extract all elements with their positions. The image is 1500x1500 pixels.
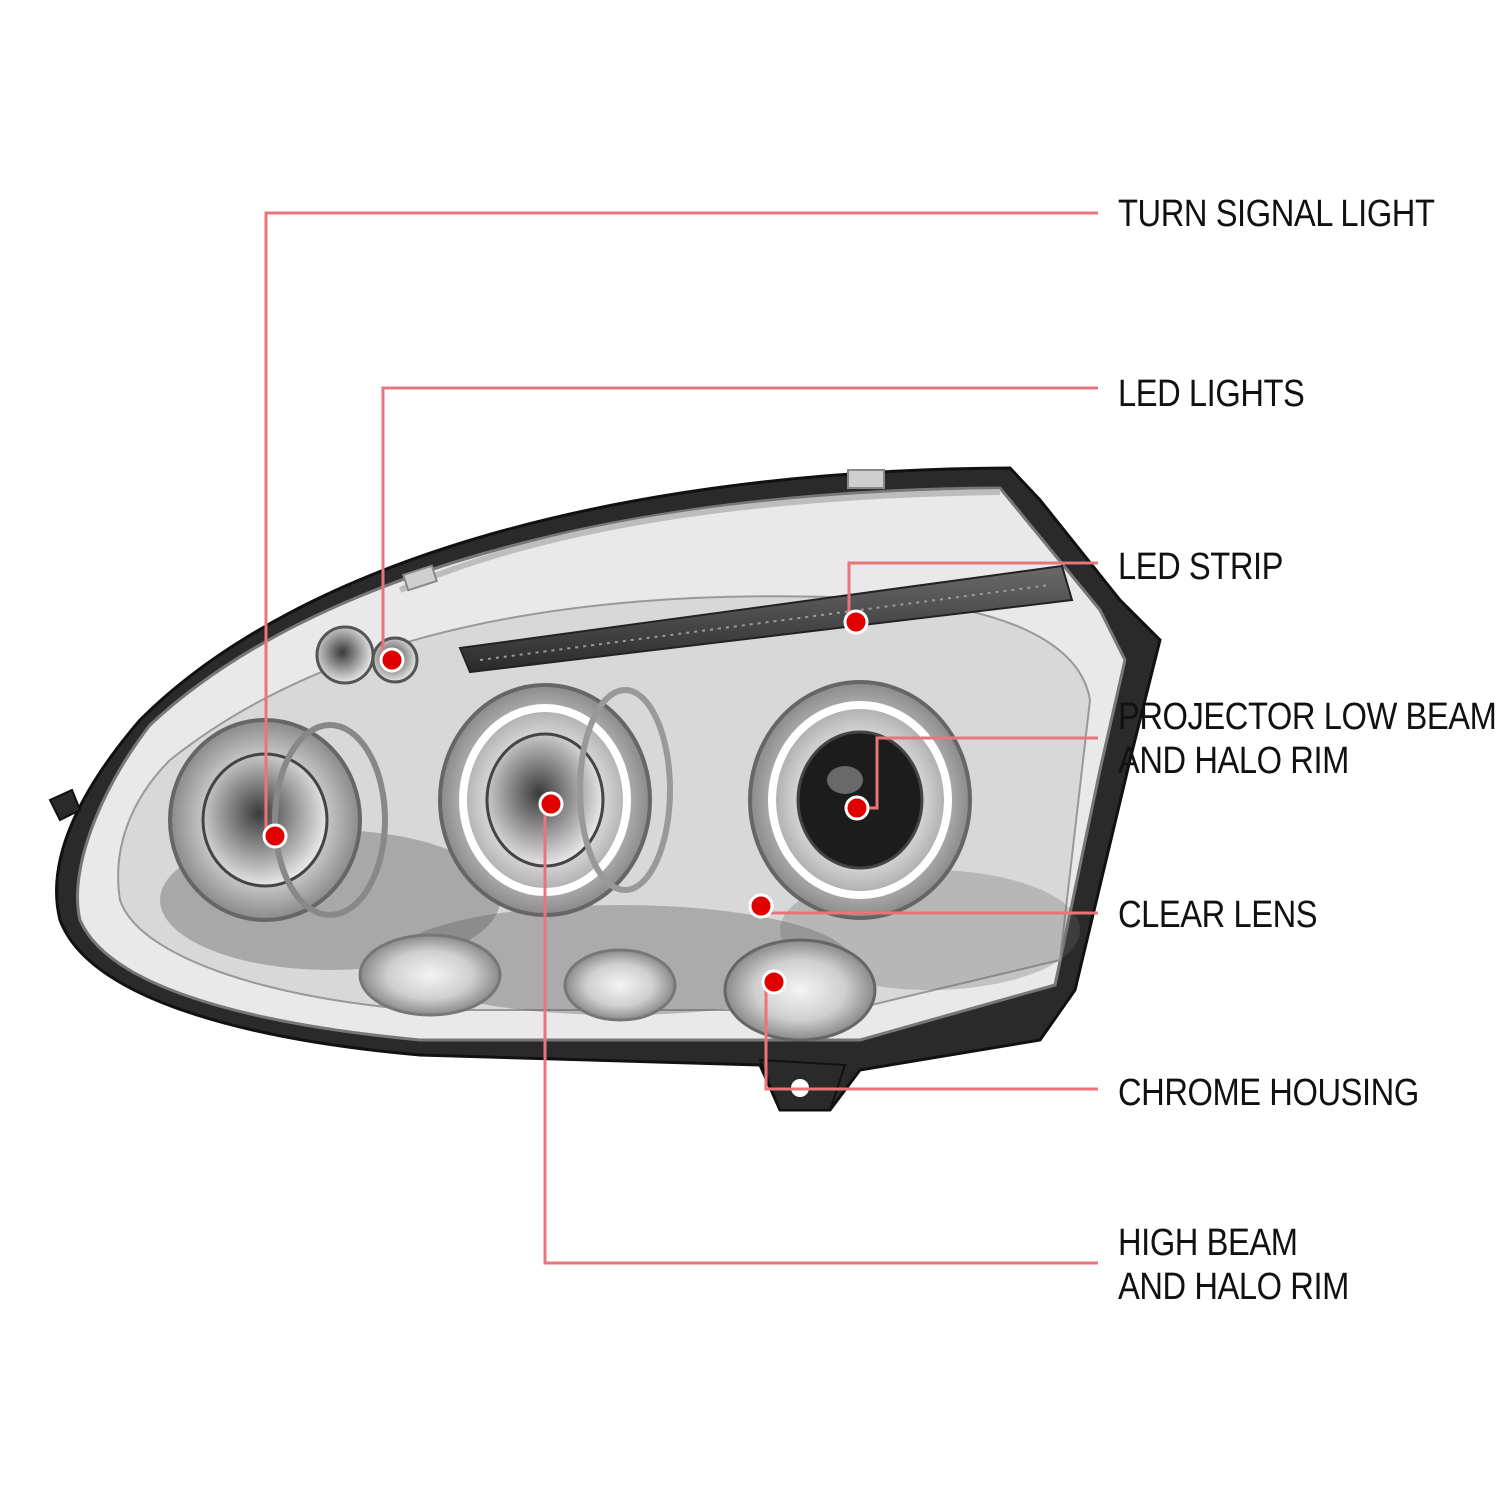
label-clear-lens: CLEAR LENS bbox=[1118, 894, 1318, 936]
dot-clear-lens bbox=[748, 893, 774, 919]
dot-led-strip bbox=[843, 609, 869, 635]
callout-dots bbox=[262, 609, 870, 995]
led-strip-bar bbox=[458, 564, 1074, 674]
dot-chrome-housing bbox=[761, 969, 787, 995]
dot-turn-signal bbox=[262, 823, 288, 849]
label-led-strip: LED STRIP bbox=[1118, 546, 1284, 588]
headlight-illustration bbox=[48, 466, 1162, 1112]
label-led-lights: LED LIGHTS bbox=[1118, 373, 1305, 415]
label-chrome-housing: CHROME HOUSING bbox=[1118, 1072, 1419, 1114]
label-projector-low-beam: PROJECTOR LOW BEAM AND HALO RIM bbox=[1118, 696, 1497, 782]
dot-led-lights bbox=[379, 647, 405, 673]
dot-projector bbox=[844, 795, 870, 821]
dot-high-beam bbox=[538, 791, 564, 817]
label-high-beam: HIGH BEAM AND HALO RIM bbox=[1118, 1222, 1349, 1308]
label-turn-signal-light: TURN SIGNAL LIGHT bbox=[1118, 193, 1435, 235]
projector-halo bbox=[768, 701, 952, 899]
